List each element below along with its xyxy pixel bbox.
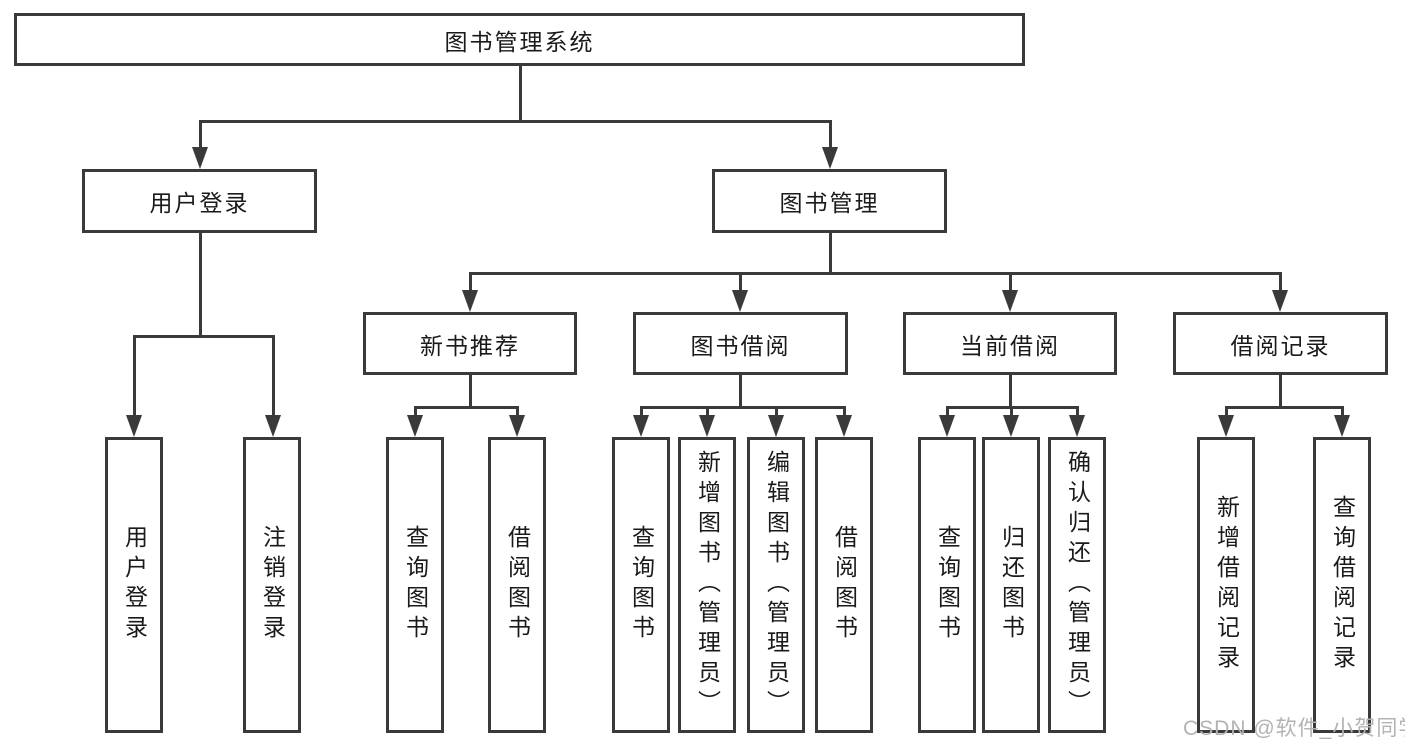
node-label: 查询图书 [628,525,655,645]
node-label: 用户登录 [149,190,250,216]
node-label: 借阅图书 [504,525,531,645]
node-label: 归还图书 [998,525,1025,645]
node-borrow-books-leaf: 借阅图书 [815,437,873,733]
node-current-borrow: 当前借阅 [903,312,1117,375]
node-query-books-current: 查询图书 [918,437,976,733]
node-label: 图书管理 [779,190,880,216]
connector-to-borrow-records [1278,272,1282,292]
arrow-down-icon [462,290,478,312]
connector-leaf [515,406,519,417]
node-label: 新增借阅记录 [1213,495,1240,675]
node-label: 新书推荐 [420,332,520,359]
connector-borrow-records-stem [1278,375,1282,408]
connector-level2-branch [198,120,832,123]
connector-book-borrow-branch [639,406,846,409]
node-new-book-recommend: 新书推荐 [363,312,577,375]
connector-user-login-stem [198,233,202,337]
node-user-login: 用户登录 [82,169,317,233]
node-add-book-admin: 新增图书（管理员） [678,437,736,733]
node-label: 用户登录 [121,525,148,645]
connector-to-current-borrow [1008,272,1012,292]
connector-level3-branch [468,272,1282,275]
node-label: 查询借阅记录 [1329,495,1356,675]
node-book-management: 图书管理 [712,169,947,233]
node-query-books-borrow: 查询图书 [612,437,670,733]
node-borrow-records: 借阅记录 [1173,312,1388,375]
arrow-down-icon [699,415,715,437]
arrow-down-icon [939,415,955,437]
arrow-down-icon [407,415,423,437]
node-library-management-system: 图书管理系统 [14,13,1025,66]
connector-current-borrow-stem [1008,375,1012,408]
node-return-books: 归还图书 [982,437,1040,733]
connector-leaf [1224,406,1228,417]
connector-leaf [639,406,643,417]
connector-leaf [774,406,778,417]
connector-leaf [1009,406,1013,417]
node-label: 借阅图书 [831,525,858,645]
connector-book-management-stem [828,233,832,274]
csdn-watermark: CSDN @软件_小贺同学 [1183,717,1405,740]
node-label: 查询图书 [934,525,961,645]
connector-new-book-branch [413,406,519,409]
arrow-down-icon [192,147,208,169]
connector-to-new-book-recommend [468,272,472,292]
node-add-borrow-record: 新增借阅记录 [1197,437,1255,733]
node-edit-book-admin: 编辑图书（管理员） [747,437,805,733]
arrow-down-icon [1272,290,1288,312]
connector-leaf [1340,406,1344,417]
connector-borrow-records-branch [1224,406,1344,409]
node-label: 借阅记录 [1230,332,1331,359]
node-label: 编辑图书（管理员） [763,450,790,720]
connector-leaf [842,406,846,417]
arrow-down-icon [1218,415,1234,437]
node-query-books-recommend: 查询图书 [386,437,444,733]
node-label: 图书借阅 [690,332,791,359]
node-label: 注销登录 [259,525,286,645]
node-query-borrow-record: 查询借阅记录 [1313,437,1371,733]
node-user-login-leaf: 用户登录 [105,437,163,733]
connector-book-borrow-stem [738,375,742,408]
connector-leaf [705,406,709,417]
node-label: 确认归还（管理员） [1064,450,1091,720]
connector-to-book-borrow [738,272,742,292]
arrow-down-icon [1334,415,1350,437]
node-label: 图书管理系统 [444,28,595,55]
arrow-down-icon [1002,290,1018,312]
node-book-borrow: 图书借阅 [633,312,848,375]
node-label: 查询图书 [402,525,429,645]
connector-to-book-management [828,120,832,149]
arrow-down-icon [732,290,748,312]
connector-new-book-stem [468,375,472,408]
connector-root-stem [518,64,522,122]
node-confirm-return-admin: 确认归还（管理员） [1048,437,1106,733]
arrow-down-icon [836,415,852,437]
connector-leaf [1075,406,1079,417]
connector-leaf [945,406,949,417]
arrow-down-icon [265,415,281,437]
arrow-down-icon [822,147,838,169]
arrow-down-icon [768,415,784,437]
node-label: 新增图书（管理员） [694,450,721,720]
connector-user-login-branch [132,335,275,338]
arrow-down-icon [509,415,525,437]
node-borrow-books-recommend: 借阅图书 [488,437,546,733]
node-logout-leaf: 注销登录 [243,437,301,733]
node-label: 当前借阅 [960,332,1060,359]
arrow-down-icon [1003,415,1019,437]
connector-to-logout-leaf [271,335,275,417]
arrow-down-icon [1069,415,1085,437]
connector-to-user-login [198,120,202,149]
connector-to-user-login-leaf [132,335,136,417]
connector-leaf [413,406,417,417]
arrow-down-icon [126,415,142,437]
arrow-down-icon [633,415,649,437]
